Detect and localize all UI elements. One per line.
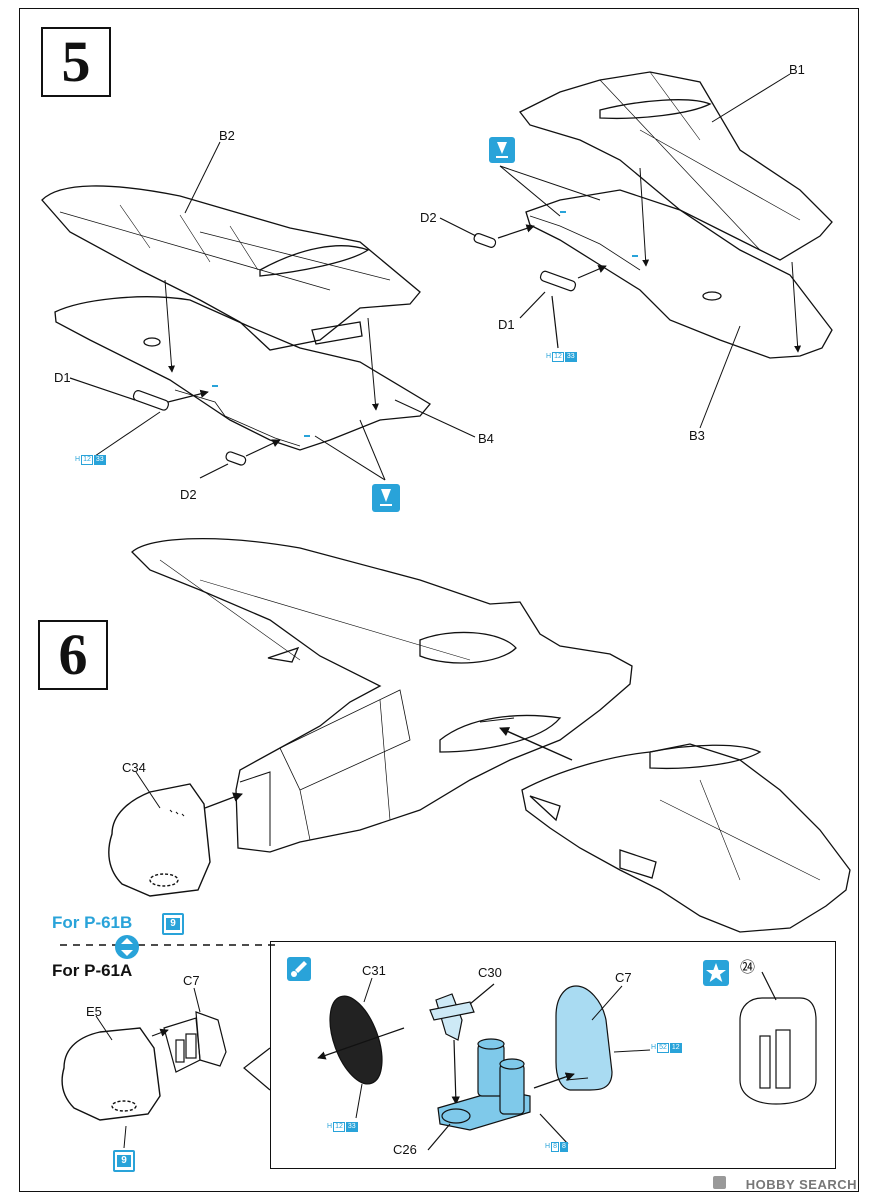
step-5-box: 5: [41, 27, 111, 97]
label-c7-detail: C7: [615, 970, 632, 985]
step-6-box: 6: [38, 620, 108, 690]
step6-arrows: [204, 727, 573, 809]
part-d2-right: [439, 217, 535, 248]
part-d1-right: [519, 265, 607, 349]
glue-leaders-left: [314, 419, 386, 481]
label-c26: C26: [393, 1142, 417, 1157]
label-b4: B4: [478, 431, 494, 446]
leader-c34: [135, 771, 161, 809]
right-wing-arrows: [639, 167, 802, 353]
left-wing-lower-b4: [54, 296, 431, 451]
part-c31-dish: [317, 977, 405, 1119]
nose-cone-c34: [108, 783, 211, 897]
variant-p61b-label: For P-61B: [52, 913, 133, 932]
decal-9-bottom: 9: [113, 1150, 135, 1172]
paint-brush-icon: [287, 957, 311, 981]
leader-c7-left: [193, 987, 201, 1013]
label-d2-left: D2: [180, 487, 197, 502]
left-wing-upper-b2: [41, 185, 421, 351]
step6-right-wing: [521, 743, 851, 933]
radar-c7-left: [151, 1011, 227, 1073]
label-d1-left: D1: [54, 370, 71, 385]
label-decal-24: ㉔: [740, 959, 756, 976]
leader-b3: [699, 325, 741, 429]
label-b3: B3: [689, 428, 705, 443]
decal-star-icon: [703, 960, 729, 986]
glue-icon: [489, 137, 515, 163]
leader-decal9-bottom: [123, 1125, 127, 1149]
variant-p61a-label: For P-61A: [52, 961, 133, 980]
label-c7-left: C7: [183, 973, 200, 988]
swap-arrows-icon: [115, 935, 139, 959]
part-c26-base: [427, 1038, 569, 1151]
label-d2-right: D2: [420, 210, 437, 225]
decal-9-top: 9: [162, 913, 184, 935]
decal-24-panel: [739, 971, 817, 1105]
watermark-logo-mark: [713, 1176, 726, 1189]
leader-b1: [711, 73, 791, 123]
label-c30: C30: [478, 965, 502, 980]
leader-h12-left: [94, 411, 161, 457]
right-wing-upper-b1: [519, 71, 833, 261]
part-d2-left: [199, 439, 281, 479]
detail-callout-pointer: [243, 1047, 271, 1091]
watermark: HOBBY SEARCH: [745, 1177, 857, 1192]
radar-detail-box: [270, 941, 836, 1169]
right-wing-lower-b3: [525, 189, 833, 359]
label-e5: E5: [86, 1004, 102, 1019]
glue-leaders-right: [499, 165, 601, 217]
leader-b4: [394, 399, 476, 438]
label-d1-right: D1: [498, 317, 515, 332]
part-d1-left: [69, 377, 209, 411]
nose-cone-e5: [61, 1027, 161, 1121]
left-wing-arrows: [164, 279, 379, 411]
leader-e5: [95, 1015, 113, 1041]
fuselage-assembly: [131, 538, 633, 853]
page-frame: [19, 8, 859, 1192]
glue-icon-left: [372, 484, 400, 512]
label-c31: C31: [362, 963, 386, 978]
label-b1: B1: [789, 62, 805, 77]
label-b2: B2: [219, 128, 235, 143]
part-c30-mount: [429, 983, 495, 1105]
leader-b2: [184, 141, 221, 214]
label-c34: C34: [122, 760, 146, 775]
part-c7-detail: [533, 985, 651, 1091]
